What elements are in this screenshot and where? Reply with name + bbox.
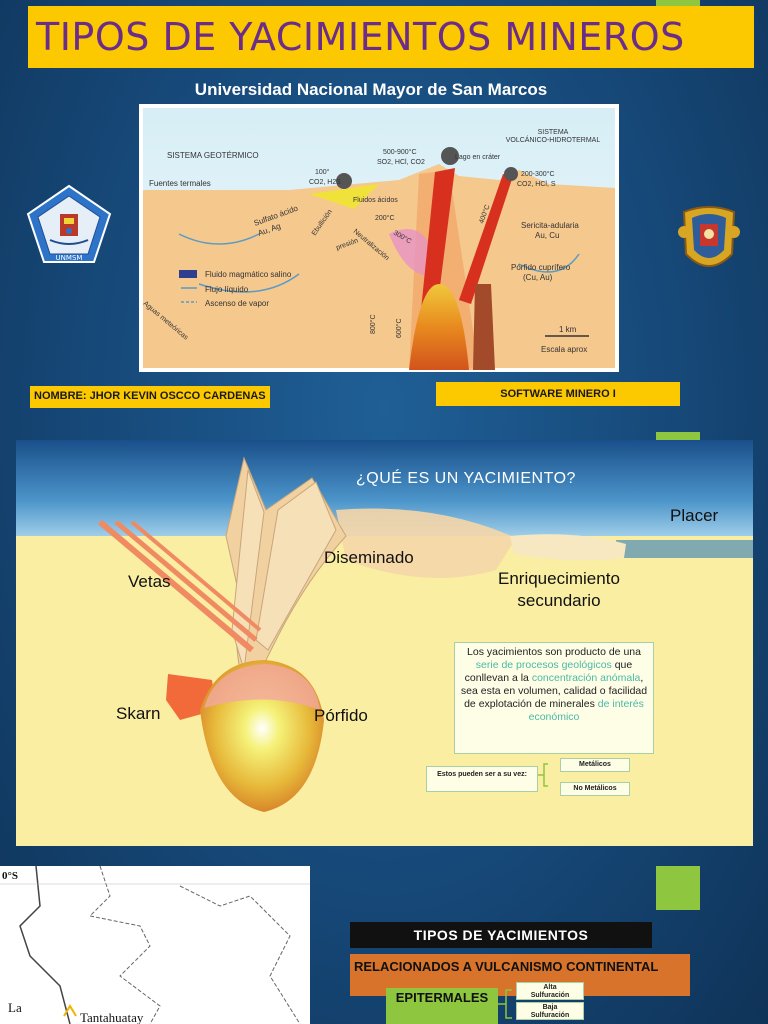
slide2-green-accent — [656, 432, 700, 442]
svg-text:SISTEMA: SISTEMA — [538, 129, 569, 136]
svg-text:CO2, H2S: CO2, H2S — [309, 179, 341, 186]
epithermal-box: EPITERMALES — [386, 988, 498, 1024]
peru-map: 0°S La Tantahuatay — [0, 866, 310, 1024]
university-name: Universidad Nacional Mayor de San Marcos — [194, 80, 548, 99]
svg-text:200°C: 200°C — [375, 214, 395, 222]
svg-text:200-300°C: 200-300°C — [521, 170, 555, 178]
svg-text:1 km: 1 km — [559, 325, 577, 334]
unmsm-shield-logo: UNMSM — [26, 184, 112, 264]
metallic-box: Metálicos — [560, 758, 630, 772]
logo-left-text: UNMSM — [56, 254, 83, 262]
svg-text:CO2, HCl, S: CO2, HCl, S — [517, 181, 556, 188]
svg-text:Fuentes termales: Fuentes termales — [149, 179, 211, 188]
svg-text:Lago en cráter: Lago en cráter — [455, 154, 501, 161]
svg-text:Ascenso de vapor: Ascenso de vapor — [205, 299, 269, 308]
deposit-description: Los yacimientos son producto de una seri… — [454, 642, 654, 754]
label-vetas: Vetas — [128, 572, 171, 591]
label-porfido: Pórfido — [314, 706, 368, 725]
map-latitude-label: 0°S — [2, 870, 19, 882]
svg-text:VOLCÁNICO-HIDROTERMAL: VOLCÁNICO-HIDROTERMAL — [506, 135, 601, 144]
svg-text:Flujo líquido: Flujo líquido — [205, 285, 249, 294]
svg-text:600°C: 600°C — [395, 318, 403, 338]
course-label: SOFTWARE MINERO I — [436, 382, 680, 406]
what-is-deposit-title: ¿QUÉ ES UN YACIMIENTO? — [356, 470, 576, 487]
sulfuration-bracket — [498, 989, 512, 1019]
map-label-tantahuatay: Tantahuatay — [80, 1010, 144, 1024]
label-skarn: Skarn — [116, 704, 161, 723]
geothermal-system-diagram: SISTEMA GEOTÉRMICO SISTEMA VOLCÁNICO-HID… — [139, 104, 619, 372]
student-name-label: NOMBRE: JHOR KEVIN OSCCO CARDENAS — [30, 386, 270, 408]
svg-text:Sericita-adularia: Sericita-adularia — [521, 221, 579, 230]
svg-text:Fluidos ácidos: Fluidos ácidos — [353, 197, 398, 204]
svg-text:SISTEMA GEOTÉRMICO: SISTEMA GEOTÉRMICO — [167, 151, 259, 160]
non-metallic-box: No Metálicos — [560, 782, 630, 796]
high-sulfidation-box: Alta Sulfuración — [516, 982, 584, 1000]
classification-bracket — [538, 763, 548, 787]
deposit-types-header: TIPOS DE YACIMIENTOS — [350, 922, 652, 948]
label-diseminado: Diseminado — [324, 548, 414, 567]
svg-text:SO2, HCl, CO2: SO2, HCl, CO2 — [377, 159, 425, 166]
slide3-green-accent — [656, 866, 700, 910]
svg-text:Au, Cu: Au, Cu — [535, 231, 559, 240]
deposit-types-illustration: ¿QUÉ ES UN YACIMIENTO? Placer Diseminado… — [16, 440, 753, 846]
label-placer: Placer — [670, 506, 719, 525]
map-label-la: La — [8, 1000, 22, 1015]
label-enriquecimiento: Enriquecimiento secundario — [498, 569, 620, 610]
can-be-box: Estos pueden ser a su vez: — [426, 766, 538, 792]
svg-text:Fluido magmático salino: Fluido magmático salino — [205, 270, 292, 279]
svg-text:100°: 100° — [315, 168, 330, 176]
low-sulfidation-box: Baja Sulfuración — [516, 1002, 584, 1020]
svg-text:Escala aprox: Escala aprox — [541, 345, 587, 354]
svg-text:(Cu, Au): (Cu, Au) — [523, 273, 553, 282]
svg-text:500-900°C: 500-900°C — [383, 148, 417, 156]
svg-text:800°C: 800°C — [369, 314, 377, 334]
right-crest-logo — [676, 202, 742, 278]
svg-text:Pórfido cuprífero: Pórfido cuprífero — [511, 263, 571, 272]
main-title: TIPOS DE YACIMIENTOS MINEROS — [28, 6, 754, 68]
